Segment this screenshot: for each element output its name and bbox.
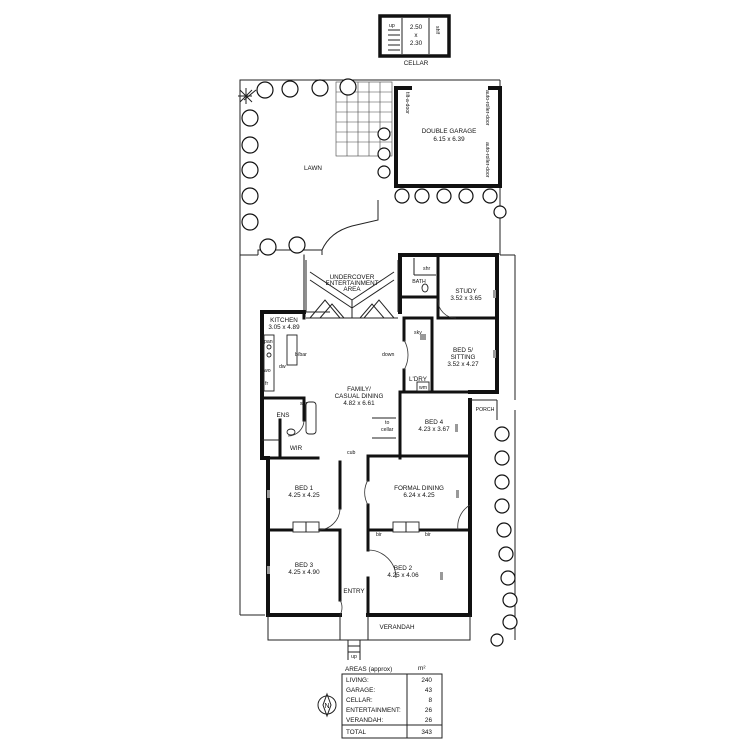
area-total-label: TOTAL — [346, 729, 366, 736]
kitchen-name: KITCHEN — [270, 317, 298, 324]
areas-table: AREAS (approx) m² LIVING: 240 GARAGE: 43… — [341, 665, 443, 739]
area-row-label: GARAGE: — [346, 687, 375, 694]
bed5-line1: BED 5/ — [453, 347, 473, 354]
bed2-name: BED 2 — [394, 565, 413, 572]
kitchen-dims: 3.05 x 4.89 — [268, 324, 300, 331]
trees-lawn — [241, 78, 507, 256]
bed5-dims: 3.52 x 4.27 — [447, 361, 479, 368]
double-garage: DOUBLE GARAGE 6.15 x 6.39 tilt-a-door au… — [394, 86, 502, 188]
bed5-line2: SITTING — [451, 354, 476, 361]
family-line2: CASUAL DINING — [335, 393, 384, 400]
cellar: up 2.50 x 2.30 shlf CELLAR — [378, 14, 451, 67]
cellar-dims-x: x — [414, 32, 418, 39]
palm-tree-icon — [238, 88, 257, 104]
bath-label: BATH — [412, 279, 426, 285]
garage-name: DOUBLE GARAGE — [422, 128, 477, 135]
cub-label: cub — [347, 450, 355, 456]
to-cellar-label-2: cellar — [381, 427, 394, 433]
formal-dining-name: FORMAL DINING — [394, 485, 444, 492]
house-walls — [260, 253, 499, 617]
bir-label-right: bir — [425, 532, 431, 538]
area-row-label: ENTERTAINMENT: — [346, 707, 401, 714]
ensuite-label: ENS — [277, 412, 290, 419]
bbar-label: b/bar — [295, 352, 307, 358]
verandah-label: VERANDAH — [380, 624, 415, 631]
room-labels: BATH shr STUDY 3.52 x 3.65 KITCHEN 3.05 … — [268, 266, 482, 595]
bir-label-left: bir — [376, 532, 382, 538]
bed3-dims: 4.25 x 4.90 — [288, 569, 320, 576]
area-row-label: CELLAR: — [346, 697, 373, 704]
bed4-dims: 4.23 x 3.67 — [418, 426, 450, 433]
cellar-stairs — [388, 29, 400, 51]
area-row-value: 240 — [421, 677, 432, 684]
internal-walls — [260, 253, 499, 617]
ensuite-shr-label: shr — [300, 401, 307, 407]
family-line1: FAMILY/ — [347, 386, 371, 393]
bed1-dims: 4.25 x 4.25 — [288, 492, 320, 499]
tilt-door-label: tilt-a-door — [404, 92, 410, 114]
garage-dims: 6.15 x 6.39 — [433, 136, 465, 143]
area-total-value: 343 — [421, 729, 432, 736]
area-row-value: 43 — [425, 687, 433, 694]
north-arrow-icon: N — [317, 692, 337, 718]
undercover-line2: ENTERTAINMENT — [326, 280, 379, 287]
bath-shr-label: shr — [423, 266, 430, 272]
entertainment-roof: UNDERCOVER ENTERTAINMENT AREA — [306, 271, 398, 319]
area-row-value: 8 — [428, 697, 432, 704]
cellar-up-label: up — [389, 23, 395, 29]
wm-label: wm — [419, 385, 427, 391]
cellar-dims-bottom: 2.30 — [410, 40, 423, 47]
cellar-label: CELLAR — [404, 60, 429, 67]
north-label: N — [324, 703, 329, 710]
bed2-dims: 4.25 x 4.06 — [387, 572, 419, 579]
family-dims: 4.82 x 6.61 — [343, 400, 375, 407]
roller-door-top-label: auto-roller-door — [484, 90, 490, 126]
wir-label: WIR — [290, 445, 303, 452]
to-cellar-label-1: to — [385, 420, 389, 426]
down-label: down — [382, 352, 395, 358]
area-row-value: 26 — [425, 707, 433, 714]
verandah: VERANDAH up — [267, 615, 471, 660]
area-row-label: VERANDAH: — [346, 717, 384, 724]
verandah-up-label: up — [351, 654, 357, 660]
fixtures: b/bar dw wo fr pan sky down wm to cellar… — [263, 283, 496, 580]
sky-label: sky — [414, 330, 422, 336]
trees-right — [490, 426, 518, 647]
bed3-name: BED 3 — [295, 562, 314, 569]
fr-label: fr — [265, 381, 268, 387]
laundry-label: L'DRY — [409, 376, 428, 383]
porch: PORCH — [470, 399, 498, 420]
dw-label: dw — [279, 364, 286, 370]
bed1-name: BED 1 — [295, 485, 314, 492]
wo-label: wo — [264, 368, 271, 374]
bed4-name: BED 4 — [425, 419, 444, 426]
areas-unit: m² — [418, 665, 425, 672]
study-dims: 3.52 x 3.65 — [450, 295, 482, 302]
lawn-label: LAWN — [304, 165, 322, 172]
cellar-shelf-label: shlf — [434, 26, 440, 35]
study-name: STUDY — [455, 288, 477, 295]
pan-label: pan — [264, 339, 273, 345]
entry-label: ENTRY — [343, 588, 365, 595]
doors — [287, 299, 471, 616]
formal-dining-dims: 6.24 x 4.25 — [403, 492, 435, 499]
undercover-line1: UNDERCOVER — [330, 274, 375, 281]
porch-label: PORCH — [476, 407, 495, 413]
roller-door-bottom-label: auto-roller-door — [484, 142, 490, 178]
cellar-dims-top: 2.50 — [410, 24, 423, 31]
areas-header: AREAS (approx) — [345, 666, 392, 673]
area-row-label: LIVING: — [346, 677, 369, 684]
undercover-line3: AREA — [343, 286, 361, 293]
area-row-value: 26 — [425, 717, 433, 724]
